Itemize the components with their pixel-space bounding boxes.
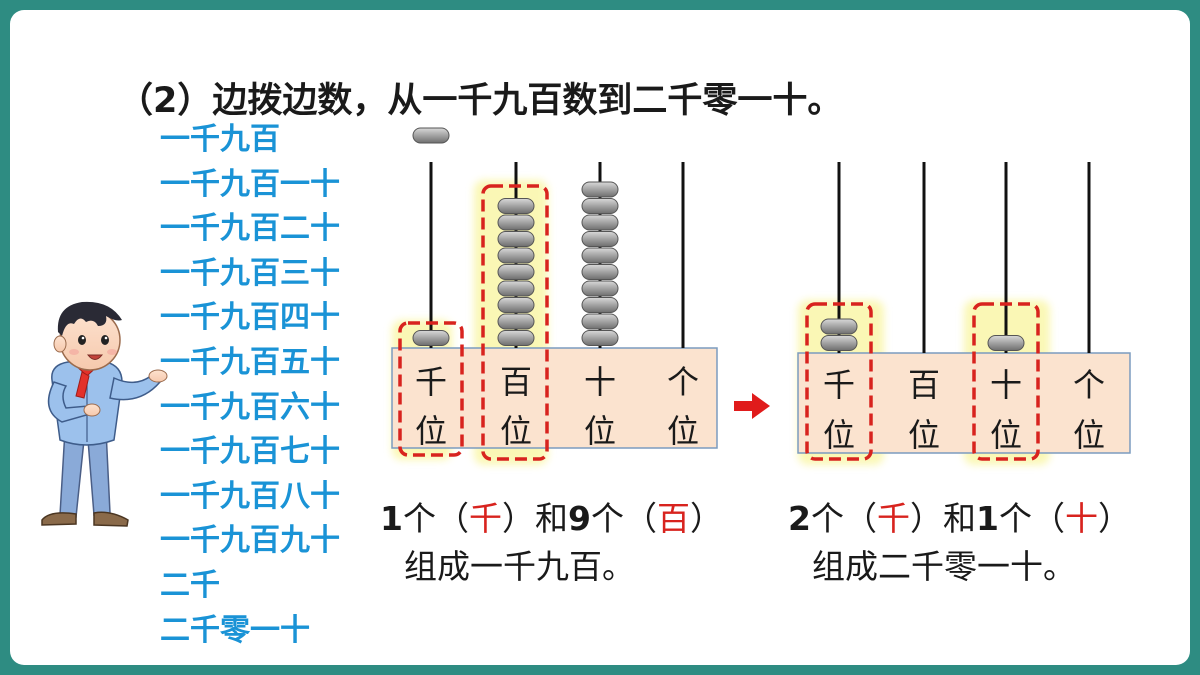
bead bbox=[497, 231, 535, 247]
bead bbox=[497, 330, 535, 346]
bead bbox=[581, 181, 619, 198]
bead bbox=[497, 214, 535, 231]
place-label: 位 bbox=[823, 416, 855, 454]
caption-text: 个（ bbox=[402, 499, 469, 538]
list-item: 一千九百八十 bbox=[160, 478, 340, 514]
list-item: 一千九百七十 bbox=[160, 434, 340, 470]
bead bbox=[581, 247, 619, 264]
caption-text: ）和 bbox=[501, 499, 568, 538]
question-title: （2）边拨边数，从一千九百数到二千零一十。 bbox=[118, 81, 843, 121]
bead bbox=[581, 330, 619, 346]
bead bbox=[581, 264, 619, 280]
place-label: 位 bbox=[584, 412, 616, 450]
list-item: 一千九百四十 bbox=[160, 300, 340, 336]
caption-text: 个（ bbox=[810, 499, 877, 538]
abacus-base bbox=[391, 347, 718, 449]
caption-answer: 十 bbox=[1064, 499, 1098, 538]
caption-text: ） bbox=[689, 499, 723, 538]
place-label: 千 bbox=[823, 366, 855, 404]
caption-line2: 组成一千九百。 bbox=[404, 547, 635, 586]
place-label: 千 bbox=[415, 363, 447, 401]
list-item: 一千九百九十 bbox=[160, 523, 340, 559]
caption-answer: 百 bbox=[656, 499, 690, 538]
place-label: 十 bbox=[990, 366, 1022, 404]
bead bbox=[497, 247, 535, 264]
place-label: 个 bbox=[1073, 366, 1105, 404]
place-label: 位 bbox=[415, 412, 447, 450]
caption-text: ） bbox=[1097, 499, 1131, 538]
right-abacus: 千 位 百 位 十 位 个 位 bbox=[797, 162, 1131, 465]
caption-number: 1 bbox=[380, 499, 403, 538]
bead bbox=[820, 335, 858, 351]
highlight-box-hundreds bbox=[481, 184, 549, 461]
list-item: 二千零一十 bbox=[160, 612, 310, 648]
caption-left: 1个（千）和9个（百） 组成一千九百。 bbox=[380, 495, 723, 591]
list-item: 二千 bbox=[160, 567, 220, 603]
abacus-diagram: 千 位 百 位 十 位 个 位 千 位 bbox=[41, 162, 1131, 527]
place-label: 位 bbox=[500, 412, 532, 450]
place-label: 位 bbox=[990, 416, 1022, 454]
slide: （2）边拨边数，从一千九百数到二千零一十。 一千九百 一千九百一十 一千九百二十… bbox=[10, 10, 1190, 665]
caption-text: 个（ bbox=[590, 499, 657, 538]
bead bbox=[497, 297, 535, 313]
boy-illustration bbox=[41, 301, 168, 527]
bead bbox=[581, 297, 619, 313]
list-item: 一千九百五十 bbox=[160, 344, 340, 380]
bead bbox=[497, 280, 535, 297]
bead bbox=[581, 198, 619, 214]
caption-text: ）和 bbox=[909, 499, 976, 538]
bead bbox=[581, 214, 619, 231]
caption-number: 1 bbox=[975, 499, 999, 538]
caption-text: 个（ bbox=[998, 499, 1065, 538]
bead-group bbox=[820, 318, 1025, 351]
bead bbox=[412, 330, 450, 346]
highlight-box-thousands bbox=[805, 302, 873, 461]
place-label: 位 bbox=[908, 416, 940, 454]
highlight-box-thousands bbox=[398, 321, 464, 457]
caption-number: 9 bbox=[567, 499, 591, 538]
place-label: 百 bbox=[908, 366, 940, 404]
caption-number: 2 bbox=[788, 499, 811, 538]
list-item: 一千九百一十 bbox=[160, 166, 340, 202]
list-item: 一千九百六十 bbox=[160, 389, 340, 425]
caption-right: 2个（千）和1个（十） 组成二千零一十。 bbox=[788, 495, 1131, 591]
bead bbox=[581, 313, 619, 330]
place-label: 十 bbox=[584, 363, 616, 401]
bead bbox=[497, 198, 535, 214]
highlight-box-tens bbox=[972, 302, 1040, 461]
left-abacus: 千 位 百 位 十 位 个 位 bbox=[391, 162, 718, 465]
place-label: 位 bbox=[1073, 416, 1105, 454]
caption-answer: 千 bbox=[876, 499, 910, 538]
bead bbox=[581, 231, 619, 247]
bead bbox=[820, 318, 858, 335]
abacus-base bbox=[797, 352, 1131, 454]
caption-line2: 组成二千零一十。 bbox=[812, 547, 1076, 586]
bead bbox=[581, 280, 619, 297]
bead bbox=[497, 264, 535, 280]
place-label: 个 bbox=[667, 363, 699, 401]
arrow-right-icon bbox=[734, 393, 770, 419]
bead-group bbox=[412, 181, 619, 346]
counting-list: 一千九百 一千九百一十 一千九百二十 一千九百三十 一千九百四十 一千九百五十 … bbox=[160, 118, 340, 653]
list-item: 一千九百 bbox=[160, 122, 280, 157]
list-item: 一千九百三十 bbox=[160, 255, 340, 291]
bead bbox=[987, 335, 1025, 351]
place-label: 位 bbox=[667, 412, 699, 450]
place-label: 百 bbox=[500, 363, 532, 401]
list-item: 一千九百二十 bbox=[160, 211, 340, 247]
caption-answer: 千 bbox=[468, 499, 502, 538]
bead bbox=[497, 313, 535, 330]
